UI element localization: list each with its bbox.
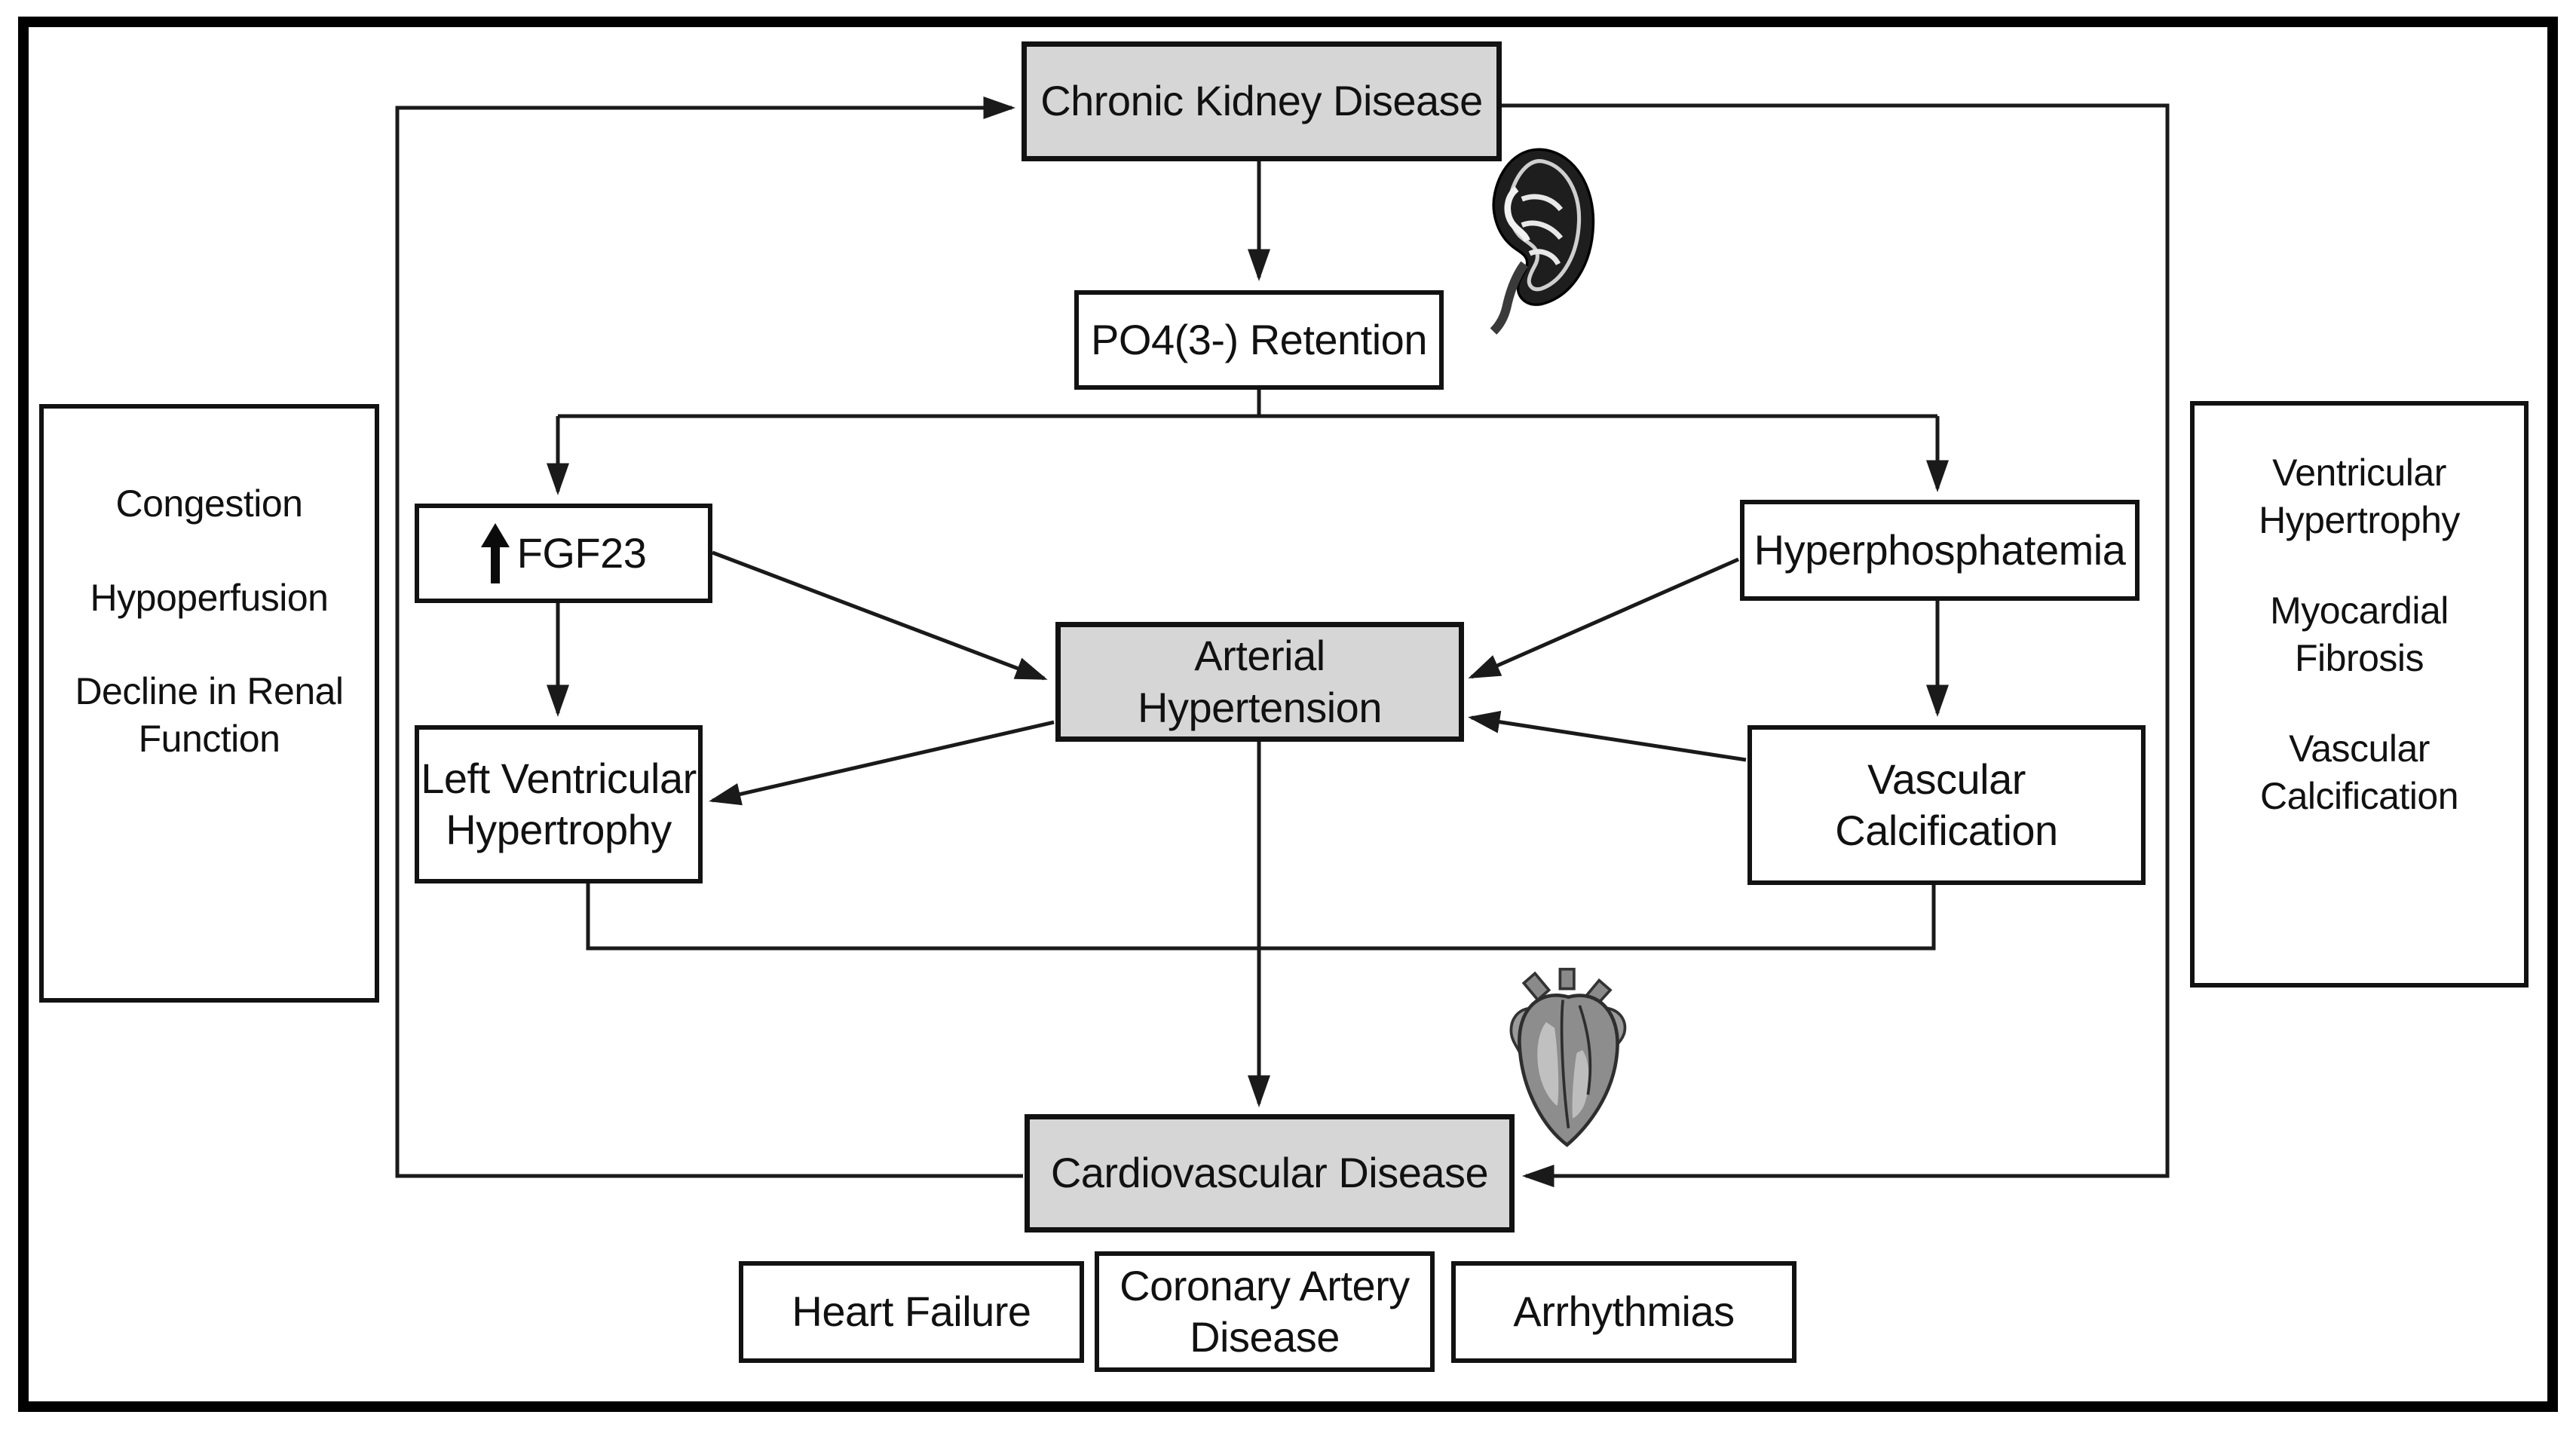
node-po4-retention: PO4(3-) Retention (1074, 290, 1444, 390)
node-arrhythmias: Arrhythmias (1451, 1261, 1796, 1363)
panel-right-item-vascular-calcification: Vascular Calcification (2259, 727, 2459, 817)
edge-ah-lvh (709, 720, 1055, 806)
node-fgf23-label: FGF23 (516, 528, 647, 577)
node-fgf23: FGF23 (415, 504, 712, 603)
heart-icon (1509, 967, 1627, 1147)
panel-cardiorenal-effects-left: Congestion Hypoperfusion Decline in Rena… (39, 404, 379, 1003)
panel-right-item-ventricular-hypertrophy: Ventricular Hypertrophy (2259, 452, 2460, 541)
node-cardiovascular-disease: Cardiovascular Disease (1025, 1114, 1515, 1232)
edge-hyper-ah (1468, 557, 1740, 679)
edge-vc-ah (1468, 710, 1747, 762)
node-hyperphosphatemia: Hyperphosphatemia (1740, 500, 2140, 601)
panel-left-item-decline-renal-function: Decline in Renal Function (75, 670, 344, 760)
up-arrow-icon (480, 523, 510, 583)
panel-left-item-hypoperfusion: Hypoperfusion (90, 576, 329, 619)
node-arterial-hypertension: Arterial Hypertension (1055, 622, 1464, 742)
kidney-icon (1490, 148, 1595, 335)
panel-cardiac-effects-right: Ventricular Hypertrophy Myocardial Fibro… (2190, 401, 2529, 988)
node-chronic-kidney-disease: Chronic Kidney Disease (1022, 41, 1502, 161)
edge-ckd-cvd-loop (1502, 103, 2170, 1187)
edge-cvd-ckd-loop (395, 96, 1023, 1178)
panel-left-item-congestion: Congestion (115, 482, 303, 525)
edge-join-bus (586, 883, 1936, 951)
node-coronary-artery-disease: Coronary Artery Disease (1095, 1251, 1435, 1372)
node-left-ventricular-hypertrophy: Left Ventricular Hypertrophy (415, 725, 703, 883)
panel-right-item-myocardial-fibrosis: Myocardial Fibrosis (2270, 589, 2449, 679)
edge-fgf23-ah (712, 550, 1048, 681)
node-vascular-calcification: Vascular Calcification (1747, 725, 2146, 885)
node-heart-failure: Heart Failure (739, 1261, 1084, 1363)
